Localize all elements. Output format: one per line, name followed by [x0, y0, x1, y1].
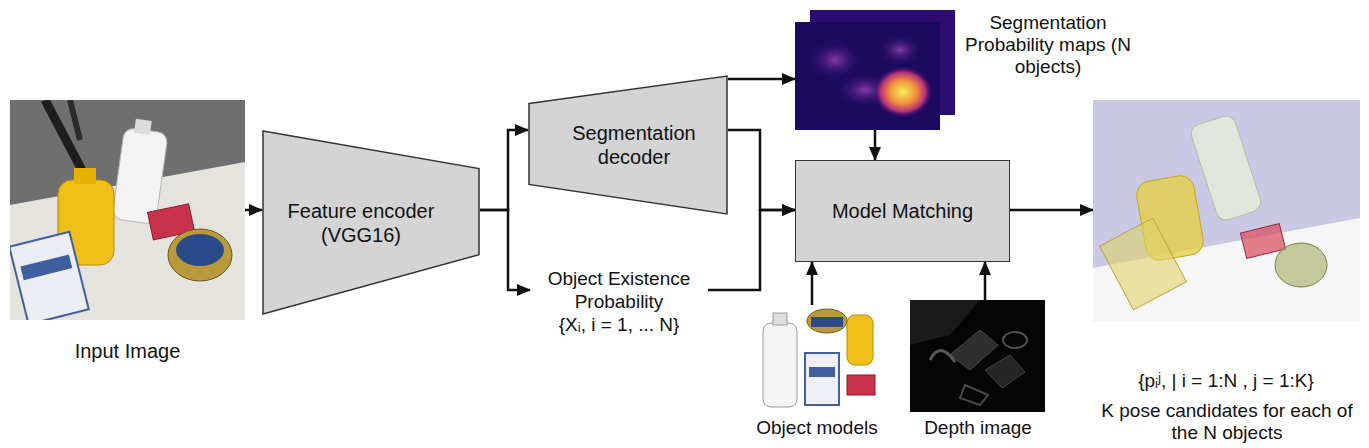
encoder-block: Feature encoder (VGG16): [262, 130, 480, 315]
arrow-connector: [728, 130, 795, 210]
arrow-connector: [245, 209, 262, 212]
object-models: [755, 305, 880, 412]
image-caption: Object models: [737, 417, 897, 439]
image-caption: {pᵢʲ, | i = 1:N , j = 1:K}: [1081, 370, 1369, 392]
depth-image: [910, 300, 1045, 412]
arrow-connector: [480, 130, 528, 210]
segmentation-maps: Segmentation Probability maps (N objects…: [795, 10, 955, 130]
image-caption: Segmentation Probability maps (N objects…: [958, 12, 1138, 78]
trapezoid-outline: [262, 130, 480, 315]
node-label: Segmentation decoder: [559, 121, 709, 169]
matching-box: Model Matching: [795, 160, 1010, 262]
existence-output: Object Existence Probability{Xᵢ, i = 1, …: [530, 262, 708, 340]
arrow-connector: [708, 210, 795, 290]
segmentation-maps: [795, 10, 955, 130]
arrow-connector: [874, 130, 877, 160]
arrow-connector: [728, 78, 795, 81]
image-caption: Input Image: [0, 340, 265, 362]
input-photo: [10, 100, 245, 320]
node-label: Feature encoder (VGG16): [279, 199, 444, 247]
arrow-connector: [480, 210, 530, 290]
arrow-connector: [984, 262, 987, 300]
arrow-connector: [1010, 209, 1093, 212]
node-label: {Xᵢ, i = 1, ... N}: [559, 313, 680, 336]
decoder-block: Segmentation decoder: [528, 75, 728, 215]
pose-render: [1093, 100, 1360, 322]
arrow-connector: [811, 262, 814, 305]
output-image: {pᵢʲ, | i = 1:N , j = 1:K}K pose candida…: [1093, 100, 1360, 322]
input-image: Input Image: [10, 100, 245, 320]
trapezoid-outline: [528, 75, 728, 215]
node-label: Object Existence Probability: [530, 267, 708, 313]
image-caption: Depth image: [898, 417, 1058, 439]
node-label: Model Matching: [832, 199, 973, 223]
image-caption: K pose candidates for each of the N obje…: [1096, 400, 1358, 444]
object-models: Object models: [755, 305, 880, 412]
depth-image: Depth image: [910, 300, 1045, 412]
